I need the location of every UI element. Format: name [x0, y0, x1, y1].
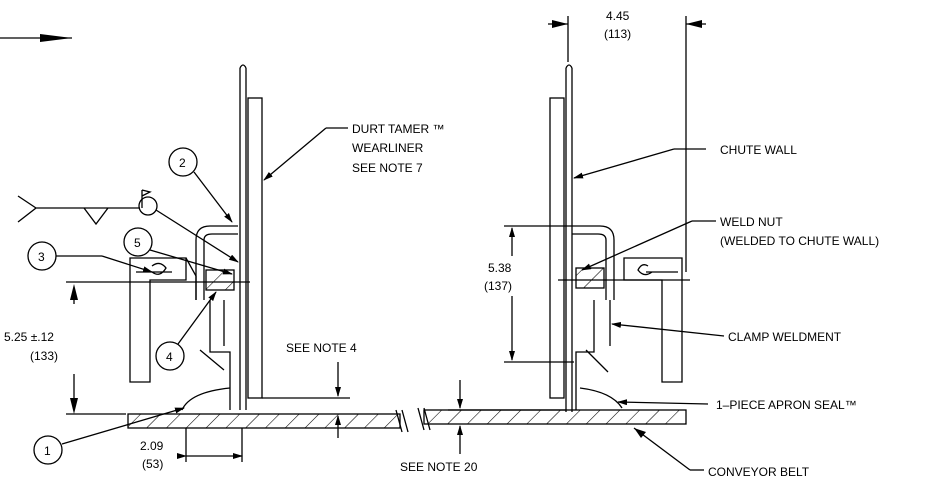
chute-wall-right — [565, 68, 573, 412]
left-view: 5.25 ±.12 (133) 2.09 (53) SEE NOTE 4 DUR… — [4, 64, 444, 471]
callout-weld-nut: WELD NUT (WELDED TO CHUTE WALL) — [581, 215, 879, 271]
svg-text:5: 5 — [134, 236, 141, 250]
conveyor-belt-text: CONVEYOR BELT — [708, 465, 810, 479]
durt-tamer-text-3: SEE NOTE 7 — [352, 161, 423, 175]
weld-nut-text-1: WELD NUT — [720, 215, 783, 229]
chute-wall-left — [239, 68, 247, 410]
dim-offset: 2.09 (53) — [140, 428, 243, 471]
clamp-weldment-right — [623, 257, 683, 383]
right-view: 4.45 (113) 5.38 (137) SEE NOTE 20 CHUTE … — [400, 9, 879, 479]
break-mark — [395, 409, 409, 433]
wearliner — [247, 97, 263, 399]
conveyor-belt-left — [127, 413, 401, 429]
dim-clamp-height-text: 5.38 — [488, 261, 512, 275]
balloon-4: 4 — [155, 291, 217, 371]
dim-mount-height-mm: (133) — [30, 349, 58, 363]
svg-text:4: 4 — [166, 350, 173, 364]
dim-offset-mm: (53) — [142, 457, 163, 471]
dim-top-width: 4.45 (113) — [548, 9, 706, 272]
callout-clamp-weldment: CLAMP WELDMENT — [611, 321, 842, 344]
durt-tamer-text-2: WEARLINER — [352, 141, 424, 155]
callout-chute-wall: CHUTE WALL — [573, 143, 797, 179]
callout-durt-tamer: DURT TAMER ™ WEARLINER SEE NOTE 7 — [263, 122, 444, 181]
callout-apron-seal: 1–PIECE APRON SEAL™ — [617, 398, 857, 412]
dim-clamp-height-mm: (137) — [484, 279, 512, 293]
svg-text:3: 3 — [38, 250, 45, 264]
callout-see-note-4: SEE NOTE 4 — [262, 341, 357, 438]
see-note-4-text: SEE NOTE 4 — [286, 341, 357, 355]
dim-top-width-text: 4.45 — [606, 9, 630, 23]
section-arrow — [0, 34, 72, 42]
cotter-pin — [136, 262, 172, 275]
conveyor-belt-right — [423, 409, 687, 425]
weld-nut-text-2: (WELDED TO CHUTE WALL) — [720, 234, 879, 248]
balloon-3: 3 — [27, 241, 153, 273]
dim-offset-text: 2.09 — [140, 439, 164, 453]
wearliner-right — [549, 97, 565, 399]
clamp-weldment-text: CLAMP WELDMENT — [728, 330, 842, 344]
durt-tamer-text-1: DURT TAMER ™ — [352, 122, 444, 136]
balloon-2: 2 — [168, 147, 233, 223]
balloon-1: 1 — [33, 407, 185, 465]
dim-mount-height: 5.25 ±.12 (133) — [4, 284, 126, 415]
weld-symbol — [17, 189, 239, 263]
see-note-20-text: SEE NOTE 20 — [400, 460, 478, 474]
dim-mount-height-text: 5.25 ±.12 — [4, 330, 54, 344]
callout-see-note-20: SEE NOTE 20 — [400, 380, 566, 474]
dim-top-width-mm: (113) — [604, 27, 631, 41]
apron-seal-text: 1–PIECE APRON SEAL™ — [716, 398, 857, 412]
balloon-5: 5 — [123, 227, 233, 275]
svg-text:2: 2 — [179, 156, 186, 170]
svg-text:1: 1 — [44, 444, 51, 458]
dim-clamp-height: 5.38 (137) — [484, 225, 574, 363]
callout-conveyor-belt: CONVEYOR BELT — [633, 427, 810, 479]
chute-wall-text: CHUTE WALL — [720, 143, 797, 157]
apron-seal-left — [199, 300, 231, 410]
